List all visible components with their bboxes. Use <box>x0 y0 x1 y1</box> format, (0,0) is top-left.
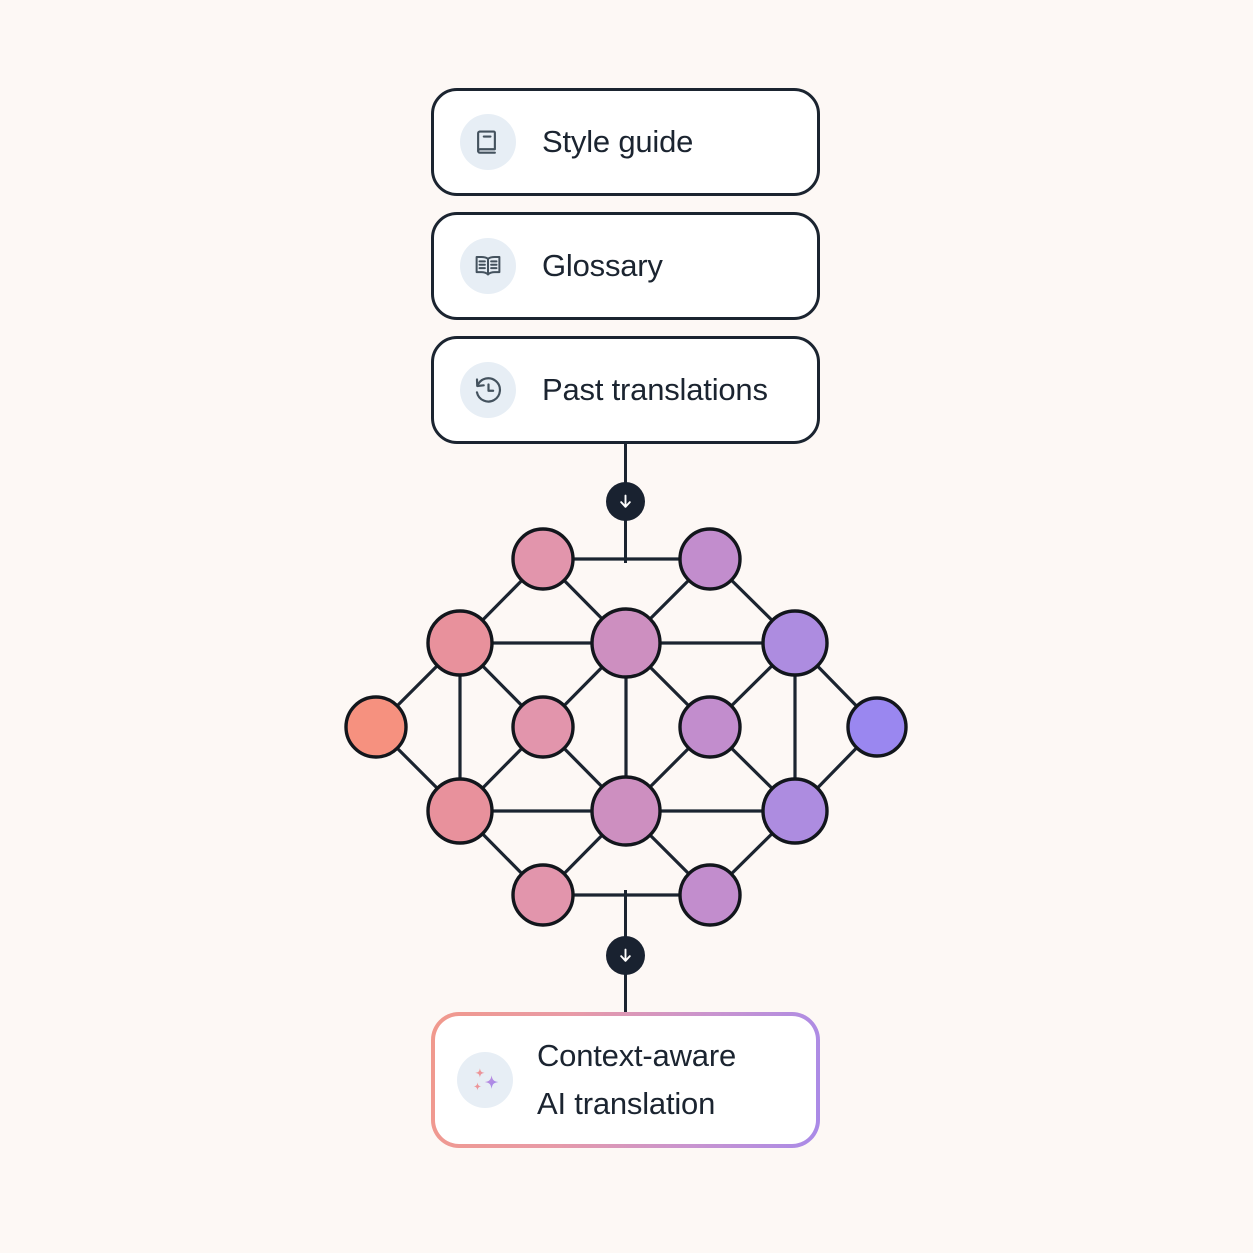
ai-label-line-2: AI translation <box>537 1086 716 1121</box>
network-edge <box>708 809 797 897</box>
network-node <box>426 777 494 845</box>
card-label-style-guide: Style guide <box>542 124 694 159</box>
card-context-aware-ai-translation[interactable]: Context-aware AI translation <box>431 1012 820 1148</box>
network-node <box>590 775 662 847</box>
network-node <box>511 695 575 759</box>
clock-history-icon <box>460 362 516 418</box>
book-open-icon <box>460 238 516 294</box>
book-closed-icon <box>460 114 516 170</box>
network-edge <box>541 557 628 645</box>
network-edge <box>458 809 545 897</box>
network-edge <box>793 725 879 813</box>
card-label-glossary: Glossary <box>542 248 663 283</box>
card-label-ai-translation: Context-aware AI translation <box>537 1032 736 1128</box>
card-label-past-translations: Past translations <box>542 372 768 407</box>
network-node <box>511 863 575 927</box>
card-past-translations[interactable]: Past translations <box>431 336 820 444</box>
network-edge <box>541 641 628 729</box>
network-node <box>846 696 908 758</box>
network-node <box>678 695 742 759</box>
network-edge <box>708 557 797 645</box>
network-edge <box>458 725 545 813</box>
network-node <box>678 527 742 591</box>
network-node <box>590 607 662 679</box>
network-edge <box>458 557 545 645</box>
card-glossary[interactable]: Glossary <box>431 212 820 320</box>
network-edge <box>624 641 712 729</box>
arrow-down-icon-top <box>606 482 645 521</box>
network-node <box>761 777 829 845</box>
arrow-down-icon-bottom <box>606 936 645 975</box>
network-node <box>426 609 494 677</box>
network-node <box>344 695 408 759</box>
ai-label-line-1: Context-aware <box>537 1037 736 1073</box>
network-edge <box>624 557 712 645</box>
network-edge <box>624 725 712 813</box>
network-edge <box>374 641 462 729</box>
sparkles-icon <box>457 1052 513 1108</box>
card-style-guide[interactable]: Style guide <box>431 88 820 196</box>
network-edge <box>374 725 462 813</box>
network-edges <box>374 557 879 897</box>
network-edge <box>458 641 545 729</box>
network-edge <box>708 725 797 813</box>
network-edge <box>541 725 628 813</box>
network-edge <box>624 809 712 897</box>
network-edge <box>793 641 879 729</box>
network-node <box>761 609 829 677</box>
network-edge <box>708 641 797 729</box>
network-edge <box>541 809 628 897</box>
network-node <box>511 527 575 591</box>
network-node <box>678 863 742 927</box>
network-nodes <box>344 527 908 927</box>
